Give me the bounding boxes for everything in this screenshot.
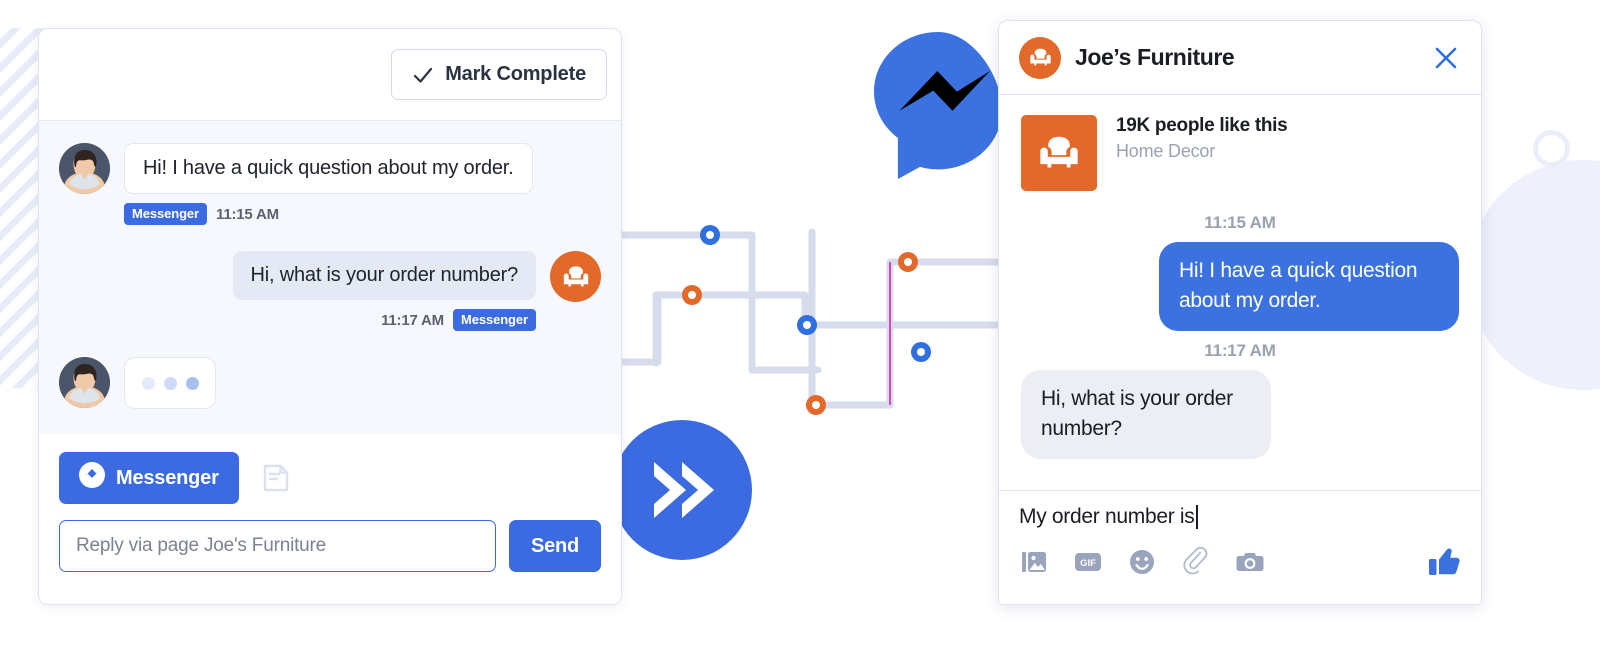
message-meta: Messenger 11:15 AM — [124, 203, 533, 225]
photo-icon[interactable] — [1019, 547, 1049, 577]
page-like-count: 19K people like this — [1116, 115, 1288, 136]
messenger-chat-window: Joe’s Furniture 19K people like this Hom… — [998, 20, 1482, 605]
double-chevron-circle — [612, 420, 752, 560]
incoming-message-block: Hi! I have a quick question about my ord… — [124, 143, 533, 225]
messenger-message-input[interactable]: My order number is — [1019, 505, 1461, 529]
page-category: Home Decor — [1116, 141, 1216, 161]
typing-indicator-row — [59, 357, 601, 409]
check-icon — [412, 64, 434, 86]
camera-icon[interactable] — [1235, 547, 1265, 577]
messenger-logo — [874, 32, 1002, 180]
close-icon[interactable] — [1431, 43, 1461, 73]
compose-area: Messenger Send — [39, 434, 621, 604]
send-button[interactable]: Send — [509, 520, 601, 572]
mark-complete-button[interactable]: Mark Complete — [391, 49, 607, 100]
reply-input[interactable] — [59, 520, 496, 572]
emoji-icon[interactable] — [1127, 547, 1157, 577]
tab-messenger[interactable]: Messenger — [59, 452, 239, 504]
message-timestamp: 11:17 AM — [1204, 340, 1276, 360]
mark-complete-label: Mark Complete — [445, 63, 586, 85]
messenger-compose-area: My order number is GIF — [999, 490, 1481, 604]
connector-graph — [600, 200, 1034, 440]
channel-badge: Messenger — [452, 309, 536, 331]
message-row-incoming: Hi! I have a quick question about my ord… — [59, 143, 601, 225]
compose-input-row: Send — [59, 520, 601, 572]
conversation-thread: Hi! I have a quick question about my ord… — [39, 121, 621, 434]
message-timestamp: 11:15 AM — [216, 205, 279, 223]
messenger-icon — [79, 462, 105, 494]
lavender-circle-decoration — [1468, 160, 1600, 390]
message-row-outgoing: Hi! I have a quick question about my ord… — [1021, 242, 1459, 331]
messenger-attachment-icons: GIF — [1019, 545, 1461, 579]
page-title: Joe’s Furniture — [1075, 44, 1235, 70]
brand-armchair-avatar — [550, 251, 601, 302]
text-caret — [1195, 505, 1198, 529]
thumbs-up-icon[interactable] — [1427, 545, 1461, 579]
message-bubble: Hi! I have a quick question about my ord… — [124, 143, 533, 194]
tab-messenger-label: Messenger — [116, 466, 219, 489]
page-info-text: 19K people like this Home Decor — [1116, 115, 1288, 162]
message-bubble: Hi, what is your order number? — [1021, 369, 1271, 459]
typing-dot — [185, 376, 199, 390]
typing-dot — [141, 376, 155, 390]
message-timestamp: 11:15 AM — [1204, 213, 1276, 232]
customer-avatar — [59, 143, 110, 194]
armchair-icon — [1019, 36, 1061, 79]
compose-channel-tabs: Messenger — [59, 452, 601, 504]
attachment-icon[interactable] — [1181, 546, 1211, 577]
channel-badge: Messenger — [124, 203, 208, 225]
message-draft-text: My order number is — [1019, 505, 1195, 528]
outgoing-message-block: Hi, what is your order number? 11:17 AM … — [232, 251, 536, 331]
message-timestamp: 11:17 AM — [381, 311, 444, 329]
agent-inbox-panel: Mark Complete Hi! I have a quick questio… — [38, 28, 622, 605]
ring-outline-decoration — [1533, 130, 1570, 167]
gif-icon[interactable]: GIF — [1073, 547, 1103, 577]
message-row-outgoing: Hi, what is your order number? 11:17 AM … — [59, 251, 601, 331]
customer-avatar — [59, 357, 110, 408]
messenger-window-header: Joe’s Furniture — [999, 21, 1481, 95]
armchair-icon — [1021, 115, 1097, 191]
typing-dot — [163, 376, 177, 390]
agent-inbox-header: Mark Complete — [39, 29, 621, 121]
note-icon[interactable] — [261, 463, 291, 493]
message-meta: 11:17 AM Messenger — [233, 309, 536, 331]
svg-text:GIF: GIF — [1080, 558, 1096, 569]
messenger-conversation: 19K people like this Home Decor 11:15 AM… — [999, 95, 1481, 490]
typing-indicator — [124, 357, 216, 409]
message-bubble: Hi, what is your order number? — [232, 251, 536, 300]
message-row-incoming: Hi, what is your order number? — [1021, 369, 1459, 459]
message-bubble: Hi! I have a quick question about my ord… — [1159, 242, 1459, 331]
page-info-card: 19K people like this Home Decor — [1021, 115, 1459, 191]
